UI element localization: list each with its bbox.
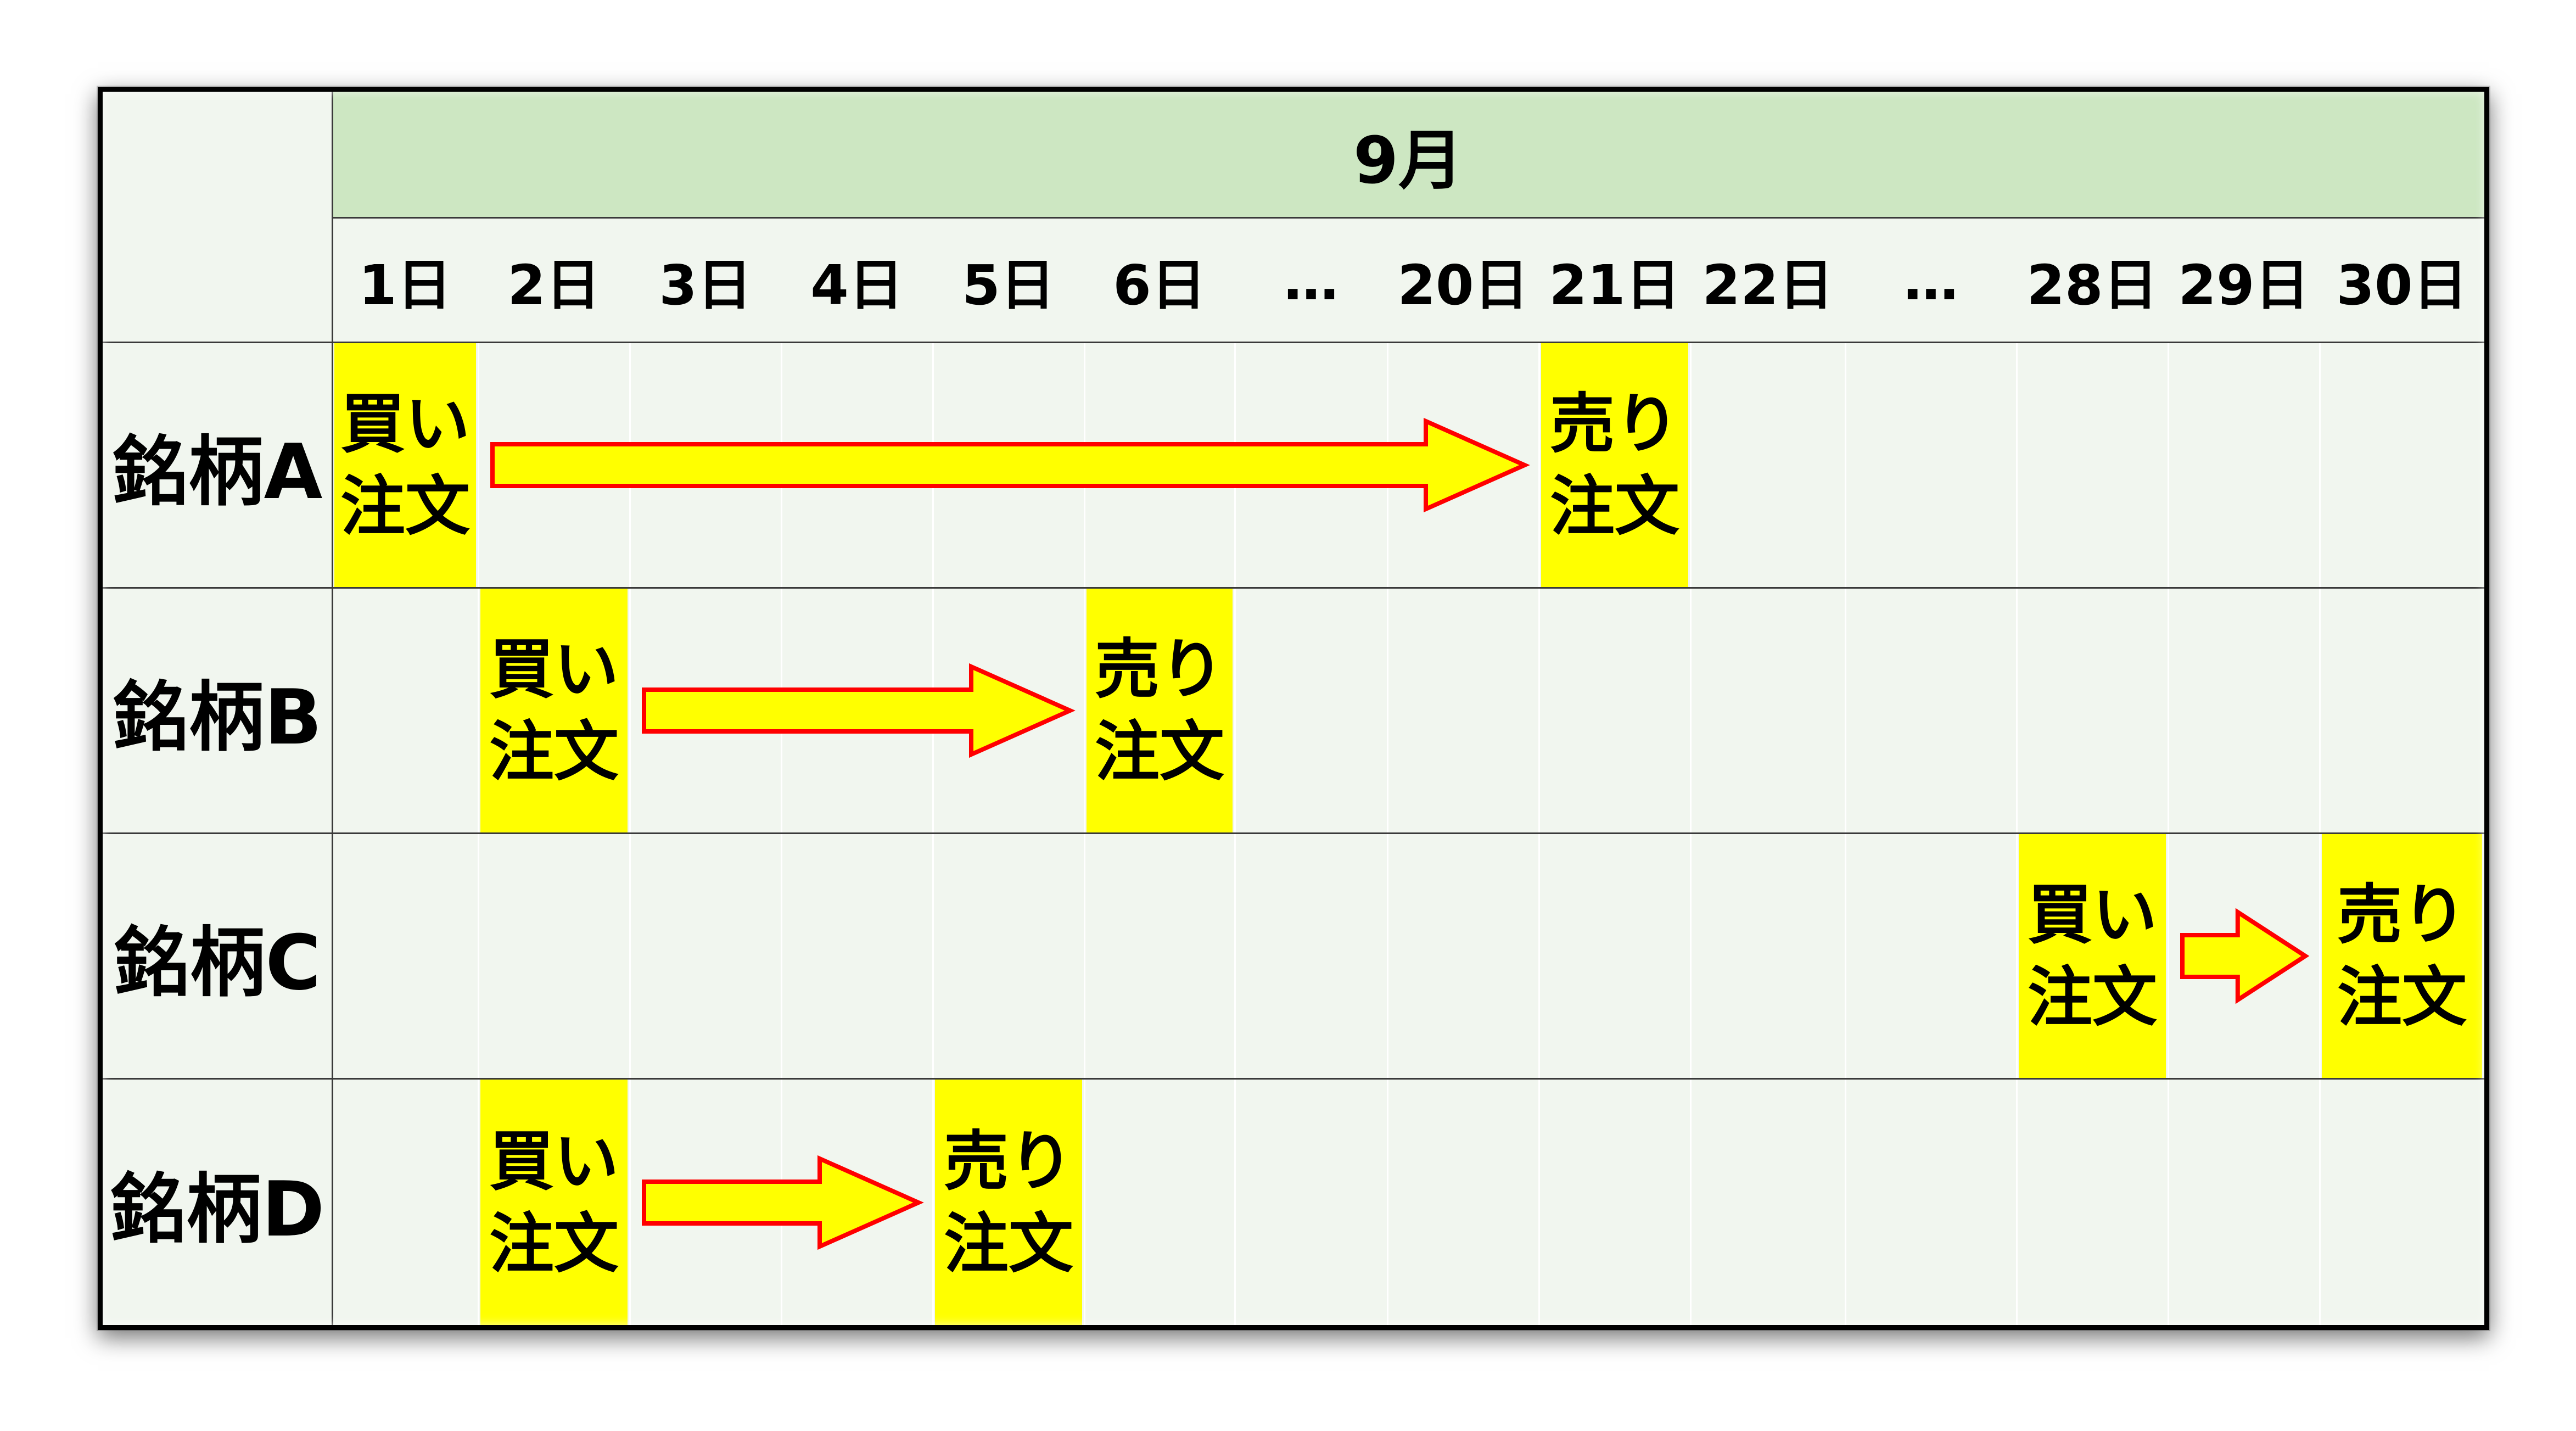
day-header: 5日 (962, 253, 1055, 317)
buy-order-cell: 買い 注文 (334, 343, 476, 587)
label-column-divider (332, 92, 333, 1325)
arrow-shape (642, 1155, 924, 1250)
buy-order-cell: 買い 注文 (480, 589, 628, 832)
buy-order-cell: 買い 注文 (2019, 834, 2166, 1078)
row-divider (103, 832, 2484, 834)
header-divider (332, 217, 2484, 219)
schedule-table: 9月 1日 2日 3日 4日 5日 6日 … 20日 21日 22日 … 28日 29日 30日 銘柄A 銘… (98, 87, 2489, 1330)
holding-period-arrow (642, 663, 1076, 758)
month-header: 9月 (332, 92, 2484, 217)
day-header: … (1284, 248, 1339, 312)
holding-period-arrow (642, 1155, 924, 1250)
day-header: 22日 (1702, 253, 1834, 317)
row-divider (103, 342, 2484, 343)
day-header: 30日 (2336, 253, 2468, 317)
sell-order-cell: 売り 注文 (2322, 834, 2482, 1078)
stock-label: 銘柄C (114, 919, 321, 1007)
row-divider (103, 1078, 2484, 1080)
day-header: 4日 (810, 253, 904, 317)
day-header: 6日 (1113, 253, 1206, 317)
day-header: 29日 (2178, 253, 2310, 317)
sell-order-cell: 売り 注文 (1541, 343, 1688, 587)
stock-label: 銘柄A (112, 428, 323, 516)
row-divider (103, 587, 2484, 589)
holding-period-arrow (2180, 908, 2310, 1004)
stock-label: 銘柄B (113, 673, 322, 762)
day-header: … (1903, 248, 1958, 312)
arrow-shape (490, 417, 1530, 513)
sell-order-cell: 売り 注文 (935, 1080, 1082, 1325)
arrow-shape (2180, 908, 2310, 1004)
buy-order-cell: 買い 注文 (480, 1080, 628, 1325)
day-header: 1日 (359, 253, 452, 317)
day-header: 20日 (1397, 253, 1529, 317)
day-header: 3日 (659, 253, 752, 317)
day-header: 21日 (1549, 253, 1681, 317)
day-header: 28日 (2026, 253, 2158, 317)
holding-period-arrow (490, 417, 1530, 513)
arrow-shape (642, 663, 1076, 758)
stock-label: 銘柄D (110, 1165, 325, 1254)
sell-order-cell: 売り 注文 (1087, 589, 1233, 832)
day-header: 2日 (507, 253, 601, 317)
